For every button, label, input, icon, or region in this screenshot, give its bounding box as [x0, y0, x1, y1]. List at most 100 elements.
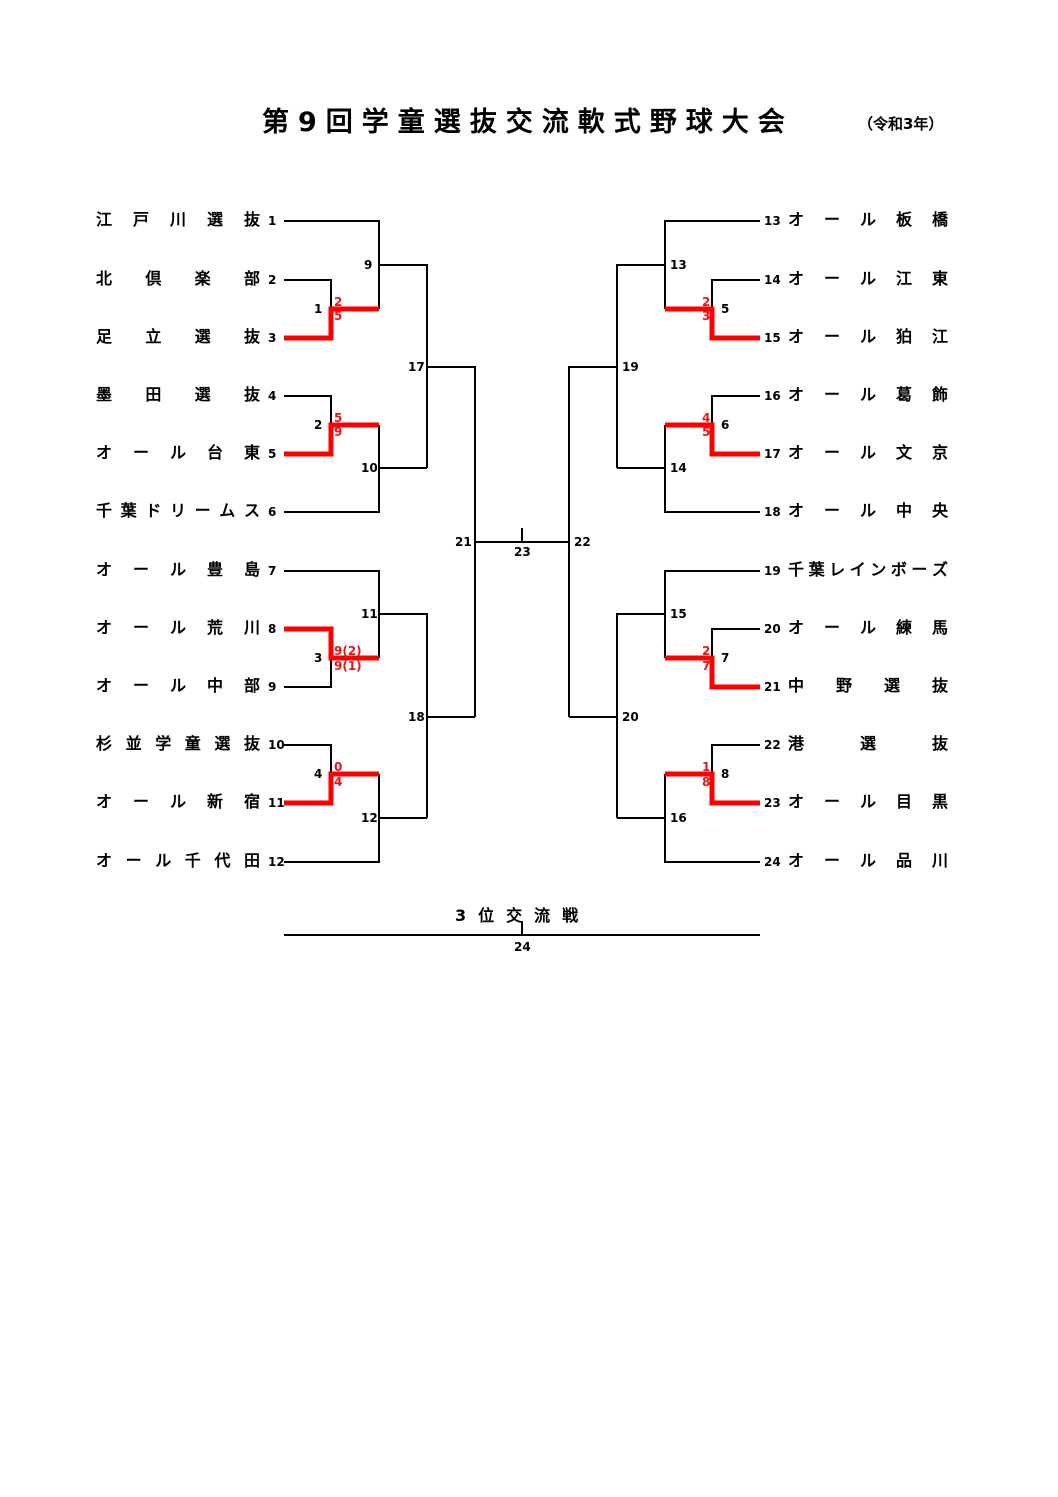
match-number-16: 16 — [670, 811, 687, 825]
team-seed-left: 5 — [268, 447, 277, 461]
team-name-char: 千 — [96, 501, 113, 520]
team-name-char: 豊 — [206, 560, 223, 579]
team-seed-left: 1 — [268, 214, 277, 228]
score-m3-top: 9(2) — [334, 644, 362, 658]
team-name-right: オール江東 — [788, 269, 948, 289]
team-name-char: ル — [859, 618, 876, 637]
team-name-char: 千 — [184, 851, 201, 870]
score-m8-top: 1 — [702, 760, 711, 774]
team-name-char: ー — [823, 792, 840, 811]
team-name-left: オール台東 — [96, 443, 260, 463]
team-seed-right: 16 — [764, 389, 781, 403]
score-m2-top: 5 — [334, 411, 343, 425]
team-name-char: ル — [859, 501, 876, 520]
winner-line-m4 — [284, 771, 379, 806]
line-team10 — [284, 744, 332, 774]
match-number-17: 17 — [408, 360, 425, 374]
team-name-char: 選 — [194, 327, 211, 346]
winner-line-m5 — [665, 306, 760, 341]
team-name-right: オール狛江 — [788, 327, 948, 347]
team-name-char: ル — [169, 443, 186, 462]
team-name-char: 練 — [895, 618, 912, 637]
line-team12 — [284, 774, 380, 863]
team-name-char: 東 — [243, 443, 260, 462]
team-name-char: 港 — [788, 734, 805, 753]
team-name-char: 選 — [194, 385, 211, 404]
team-name-char: オ — [96, 792, 113, 811]
team-name-char: ス — [243, 501, 260, 520]
team-name-char: 選 — [206, 210, 223, 229]
year-label: （令和3年） — [858, 115, 944, 133]
score-m6-top: 4 — [702, 411, 711, 425]
match-number-18: 18 — [408, 710, 425, 724]
team-name-char: オ — [788, 269, 805, 288]
team-name-char: ー — [823, 210, 840, 229]
team-name-char: ル — [155, 851, 172, 870]
team-name-char: ル — [169, 618, 186, 637]
team-seed-left: 3 — [268, 331, 277, 345]
team-name-char: 抜 — [243, 385, 260, 404]
team-name-left: 足立選抜 — [96, 327, 260, 347]
score-m1-top: 2 — [334, 295, 343, 309]
team-name-char: ー — [823, 327, 840, 346]
line-team9 — [284, 658, 332, 688]
match-number-5: 5 — [721, 302, 730, 316]
team-name-left: 江戸川選抜 — [96, 210, 260, 230]
team-name-char: 橋 — [931, 210, 948, 229]
team-name-char: オ — [788, 327, 805, 346]
team-name-char: 野 — [835, 676, 852, 695]
team-name-char: オ — [788, 385, 805, 404]
team-name-right: オール品川 — [788, 851, 948, 871]
team-name-char: 荒 — [206, 618, 223, 637]
team-name-char: 選 — [883, 676, 900, 695]
line-team4 — [284, 395, 332, 425]
match-number-3: 3 — [314, 651, 323, 665]
team-name-char: 中 — [788, 676, 805, 695]
team-seed-right: 20 — [764, 622, 781, 636]
team-name-char: リ — [169, 501, 186, 520]
match-number-15: 15 — [670, 607, 687, 621]
team-name-char: ー — [132, 560, 149, 579]
team-name-char: ボ — [890, 560, 907, 579]
match-number-21: 21 — [455, 535, 472, 549]
team-name-char: 抜 — [243, 210, 260, 229]
team-seed-left: 12 — [268, 855, 285, 869]
team-name-char: 文 — [895, 443, 912, 462]
team-name-char: ー — [132, 618, 149, 637]
team-name-char: 選 — [214, 734, 231, 753]
team-seed-right: 23 — [764, 796, 781, 810]
team-name-left: オール新宿 — [96, 792, 260, 812]
team-name-char: 選 — [859, 734, 876, 753]
team-name-char: 童 — [184, 734, 201, 753]
line-team16 — [711, 395, 760, 425]
team-name-char: ー — [823, 269, 840, 288]
team-name-right: オール葛飾 — [788, 385, 948, 405]
team-seed-right: 14 — [764, 273, 781, 287]
team-seed-left: 8 — [268, 622, 277, 636]
team-name-char: ー — [823, 851, 840, 870]
team-name-char: レ — [829, 560, 846, 579]
team-name-right: 港選抜 — [788, 734, 948, 754]
team-seed-left: 11 — [268, 796, 285, 810]
team-name-char: 狛 — [895, 327, 912, 346]
match-number-11: 11 — [361, 607, 378, 621]
team-name-char: 並 — [125, 734, 142, 753]
line-m15 — [616, 613, 665, 818]
team-name-left: 墨田選抜 — [96, 385, 260, 405]
team-name-char: ー — [194, 501, 211, 520]
team-name-char: ズ — [931, 560, 948, 579]
team-name-char: 江 — [931, 327, 948, 346]
team-seed-right: 24 — [764, 855, 781, 869]
line-m9 — [379, 264, 428, 468]
team-seed-left: 9 — [268, 680, 277, 694]
team-name-char: ー — [823, 443, 840, 462]
team-name-char: オ — [96, 443, 113, 462]
team-name-char: 千 — [788, 560, 805, 579]
match-number-19: 19 — [622, 360, 639, 374]
team-name-char: 中 — [206, 676, 223, 695]
team-name-char: 学 — [155, 734, 172, 753]
team-name-char: 川 — [169, 210, 186, 229]
team-name-char: 抜 — [931, 676, 948, 695]
team-name-char: 台 — [206, 443, 223, 462]
